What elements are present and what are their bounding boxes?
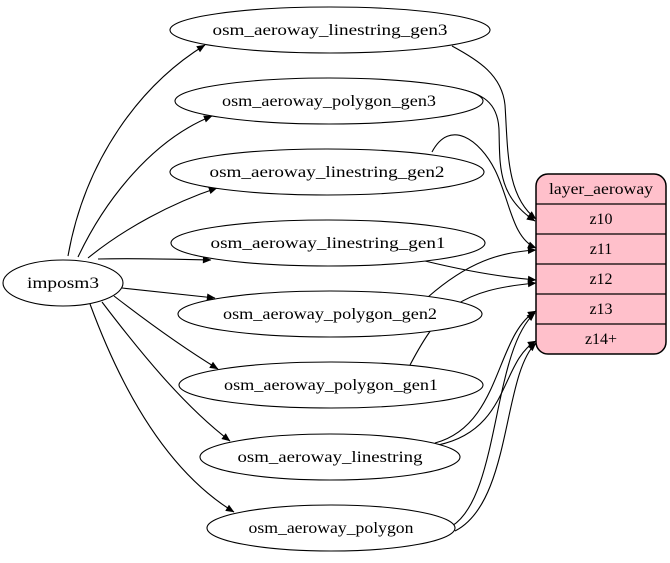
edge-imposm3-to-osm_aeroway_linestring_gen3 [67, 44, 206, 257]
layer-node-title: layer_aeroway [549, 181, 653, 198]
layer-node-layer_aeroway: layer_aeroway z10 z11 z12 z13 z14+ [535, 173, 667, 355]
table-node-ellipse [199, 433, 461, 481]
table-node-label: osm_aeroway_polygon_gen1 [224, 377, 438, 394]
source-node-label: imposm3 [27, 275, 99, 292]
table-node-ellipse [174, 77, 484, 125]
table-node-ellipse [206, 504, 456, 552]
table-node-label: osm_aeroway_polygon [249, 520, 414, 537]
edge-imposm3-to-osm_aeroway_linestring [101, 301, 231, 442]
edge-osm_aeroway_linestring-to-z13 [434, 310, 537, 444]
source-node-imposm3: imposm3 [2, 259, 124, 307]
layer-row-z14plus: z14+ [585, 331, 617, 348]
table-node-osm_aeroway_polygon_gen1: osm_aeroway_polygon_gen1 [178, 361, 484, 409]
edge-imposm3-to-osm_aeroway_polygon_gen2 [121, 287, 216, 301]
table-node-ellipse [170, 219, 486, 267]
table-node-label: osm_aeroway_linestring [238, 449, 423, 466]
source-node-ellipse [2, 259, 124, 307]
edge-imposm3-to-osm_aeroway_polygon_gen3 [77, 115, 213, 258]
table-node-ellipse [169, 148, 485, 196]
edge-imposm3-to-osm_aeroway_polygon [89, 303, 235, 513]
table-node-label: osm_aeroway_polygon_gen2 [223, 306, 437, 323]
layer-row-z12: z12 [589, 271, 612, 288]
edge-imposm3-to-osm_aeroway_linestring_gen2 [87, 187, 218, 259]
edge-osm_aeroway_linestring_gen3-to-z10 [451, 45, 537, 220]
table-node-osm_aeroway_linestring: osm_aeroway_linestring [199, 433, 461, 481]
table-node-osm_aeroway_linestring_gen2: osm_aeroway_linestring_gen2 [169, 148, 485, 196]
layer-row-z13: z13 [589, 301, 612, 318]
table-node-osm_aeroway_linestring_gen3: osm_aeroway_linestring_gen3 [169, 6, 491, 54]
table-node-label: osm_aeroway_linestring_gen2 [210, 164, 445, 181]
edge-osm_aeroway_linestring-to-z14plus [437, 340, 537, 446]
table-node-ellipse [177, 290, 483, 338]
edge-osm_aeroway_polygon-to-z14plus [454, 342, 537, 532]
table-node-ellipse [169, 6, 491, 54]
table-node-osm_aeroway_polygon_gen2: osm_aeroway_polygon_gen2 [177, 290, 483, 338]
layer-row-z10: z10 [589, 211, 612, 228]
edge-osm_aeroway_polygon_gen2-to-z11 [427, 246, 537, 298]
table-node-ellipse [178, 361, 484, 409]
table-node-label: osm_aeroway_polygon_gen3 [222, 93, 436, 110]
edge-osm_aeroway_polygon-to-z13 [451, 312, 536, 527]
table-node-osm_aeroway_linestring_gen1: osm_aeroway_linestring_gen1 [170, 219, 486, 267]
edge-group-from-source [67, 44, 235, 513]
table-node-osm_aeroway_polygon: osm_aeroway_polygon [206, 504, 456, 552]
edge-imposm3-to-osm_aeroway_polygon_gen1 [113, 295, 219, 370]
edge-osm_aeroway_linestring_gen2-to-z11 [431, 134, 537, 249]
table-node-label: osm_aeroway_linestring_gen3 [213, 22, 448, 39]
edge-osm_aeroway_linestring_gen1-to-z12 [424, 260, 537, 283]
table-node-osm_aeroway_polygon_gen3: osm_aeroway_polygon_gen3 [174, 77, 484, 125]
table-node-label: osm_aeroway_linestring_gen1 [211, 235, 446, 252]
layer-row-z11: z11 [590, 241, 613, 258]
edge-imposm3-to-osm_aeroway_linestring_gen1 [97, 256, 212, 264]
